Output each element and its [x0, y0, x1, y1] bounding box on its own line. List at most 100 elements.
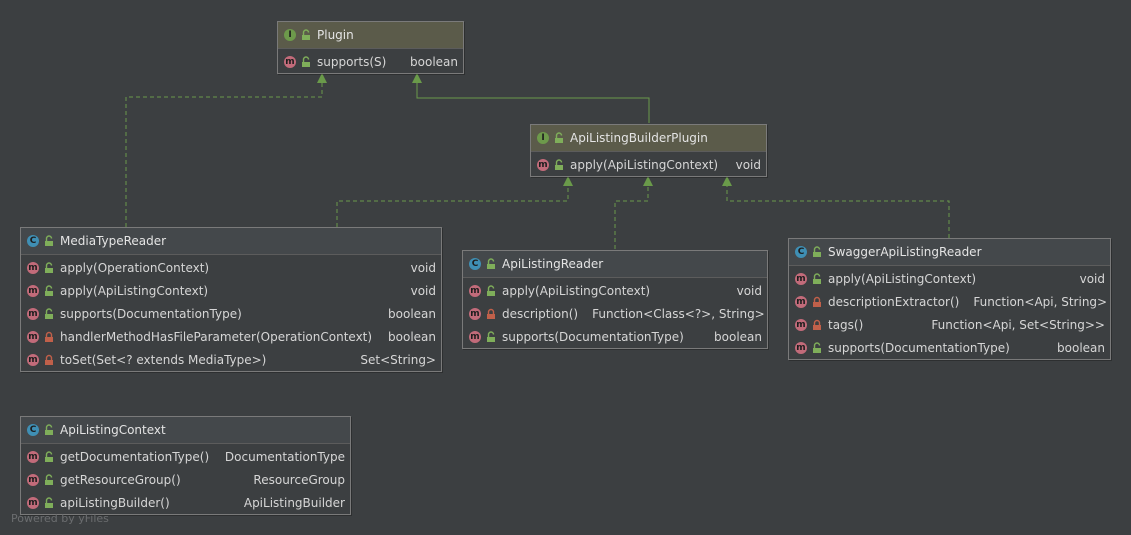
interface-icon: I — [537, 132, 549, 144]
apilistingbuilderplugin-title: ApiListingBuilderPlugin — [570, 131, 708, 145]
method-icon: m — [27, 473, 39, 486]
mediatypereader-title: MediaTypeReader — [60, 234, 167, 248]
public-icon — [485, 258, 497, 270]
public-icon — [43, 235, 55, 247]
swaggerapilistingreader-title: SwaggerApiListingReader — [828, 245, 982, 259]
lock-icon — [811, 319, 823, 331]
method-return-type: boolean — [410, 54, 458, 69]
interface-icon: I — [284, 29, 296, 41]
swaggerapilistingreader-class-node[interactable]: C SwaggerApiListingReader m apply(ApiList… — [788, 238, 1111, 360]
public-icon — [43, 261, 55, 274]
method-row[interactable]: m getResourceGroup() ResourceGroup — [21, 468, 350, 491]
method-name: apply(ApiListingContext) — [828, 271, 977, 286]
method-row[interactable]: m supports(DocumentationType) boolean — [21, 302, 441, 325]
mediatypereader-class-node[interactable]: C MediaTypeReader m apply(OperationContex… — [20, 227, 442, 372]
method-return-type: DocumentationType — [224, 449, 345, 464]
mediatypereader-methods: m apply(OperationContext) void m apply(ApiLi… — [21, 255, 441, 371]
apilistingcontext-header: C ApiListingContext — [21, 417, 350, 444]
method-icon: m — [27, 261, 39, 274]
method-return-type: Function<Class<?>, String> — [592, 306, 765, 321]
edge-builderplugin-plugin — [416, 82, 650, 123]
arrowhead-builder-left — [563, 176, 573, 186]
method-row[interactable]: m supports(DocumentationType) boolean — [463, 325, 767, 348]
apilistingreader-header: C ApiListingReader — [463, 251, 767, 278]
method-name: apply(ApiListingContext) — [570, 157, 719, 172]
method-return-type: boolean — [388, 329, 436, 344]
method-row[interactable]: m apply(OperationContext) void — [21, 256, 441, 279]
method-icon: m — [469, 330, 481, 343]
method-name: toSet(Set<? extends MediaType>) — [60, 352, 267, 367]
method-row[interactable]: m apply(ApiListingContext) void — [531, 153, 766, 176]
method-name: supports(DocumentationType) — [828, 340, 1010, 355]
method-icon: m — [795, 272, 807, 285]
edge-apilistingreader-builderplugin — [614, 185, 649, 249]
plugin-title: Plugin — [317, 28, 354, 42]
method-return-type: Function<Api, Set<String>> — [931, 317, 1105, 332]
method-name: descriptionExtractor() — [828, 294, 960, 309]
method-icon: m — [27, 284, 39, 297]
public-icon — [553, 158, 565, 171]
apilistingbuilderplugin-interface-node[interactable]: I ApiListingBuilderPlugin m apply(ApiList… — [530, 124, 767, 177]
method-name: apply(OperationContext) — [60, 260, 210, 275]
method-return-type: void — [736, 283, 762, 298]
edge-swaggerreader-builderplugin — [726, 185, 950, 238]
public-icon — [485, 330, 497, 343]
lock-icon — [485, 308, 497, 320]
mediatypereader-header: C MediaTypeReader — [21, 228, 441, 255]
public-icon — [43, 496, 55, 509]
apilistingreader-class-node[interactable]: C ApiListingReader m apply(ApiListingCont… — [462, 250, 768, 349]
class-icon: C — [795, 246, 807, 258]
public-icon — [43, 473, 55, 486]
public-icon — [485, 284, 497, 297]
apilistingbuilderplugin-methods: m apply(ApiListingContext) void — [531, 152, 766, 176]
method-return-type: void — [410, 260, 436, 275]
class-icon: C — [469, 258, 481, 270]
apilistingreader-title: ApiListingReader — [502, 257, 604, 271]
public-icon — [43, 424, 55, 436]
method-return-type: ApiListingBuilder — [243, 495, 345, 510]
apilistingbuilderplugin-header: I ApiListingBuilderPlugin — [531, 125, 766, 152]
method-return-type: void — [735, 157, 761, 172]
method-name: tags() — [828, 317, 864, 332]
method-name: apply(ApiListingContext) — [502, 283, 651, 298]
method-return-type: boolean — [714, 329, 762, 344]
arrowhead-builder-right — [722, 176, 732, 186]
method-icon: m — [537, 158, 549, 171]
apilistingcontext-methods: m getDocumentationType() DocumentationType… — [21, 444, 350, 514]
method-name: supports(DocumentationType) — [502, 329, 684, 344]
method-icon: m — [27, 307, 39, 320]
apilistingcontext-title: ApiListingContext — [60, 423, 166, 437]
method-name: supports(DocumentationType) — [60, 306, 242, 321]
method-name: getResourceGroup() — [60, 472, 181, 487]
class-icon: C — [27, 235, 39, 247]
method-return-type: boolean — [388, 306, 436, 321]
method-icon: m — [27, 353, 39, 366]
method-return-type: ResourceGroup — [253, 472, 345, 487]
apilistingcontext-class-node[interactable]: C ApiListingContext m getDocumentationTyp… — [20, 416, 351, 515]
method-name: handlerMethodHasFileParameter(OperationC… — [60, 329, 373, 344]
method-name: getDocumentationType() — [60, 449, 210, 464]
public-icon — [300, 29, 312, 41]
edge-mediatypereader-plugin — [125, 82, 323, 227]
method-name: description() — [502, 306, 579, 321]
method-icon: m — [27, 496, 39, 509]
method-icon: m — [795, 295, 807, 308]
method-name: apply(ApiListingContext) — [60, 283, 209, 298]
method-return-type: boolean — [1057, 340, 1105, 355]
